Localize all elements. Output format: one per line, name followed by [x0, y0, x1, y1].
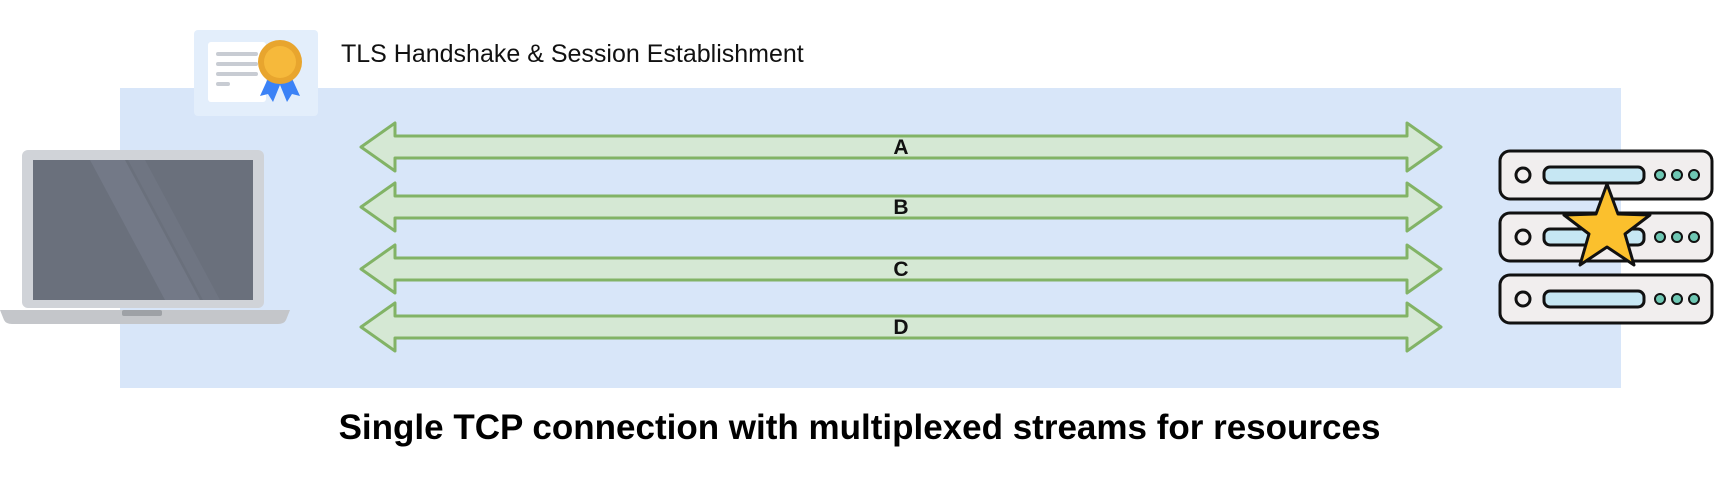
stream-label: B — [893, 196, 908, 219]
server-rack-icon — [1498, 149, 1714, 325]
laptop-icon — [0, 150, 290, 324]
stream-arrow-d: D — [359, 301, 1443, 353]
stream-arrow-b: B — [359, 181, 1443, 233]
star-icon — [1562, 182, 1652, 267]
stream-label: C — [893, 258, 908, 281]
diagram-caption: Single TCP connection with multiplexed s… — [338, 408, 1381, 447]
streams-group: A B C D — [359, 121, 1443, 353]
stream-label: D — [893, 316, 908, 339]
tls-label: TLS Handshake & Session Establishment — [341, 40, 804, 68]
certificate-icon — [194, 30, 318, 116]
stream-label: A — [893, 136, 908, 159]
stream-arrow-c: C — [359, 243, 1443, 295]
stream-arrow-a: A — [359, 121, 1443, 173]
